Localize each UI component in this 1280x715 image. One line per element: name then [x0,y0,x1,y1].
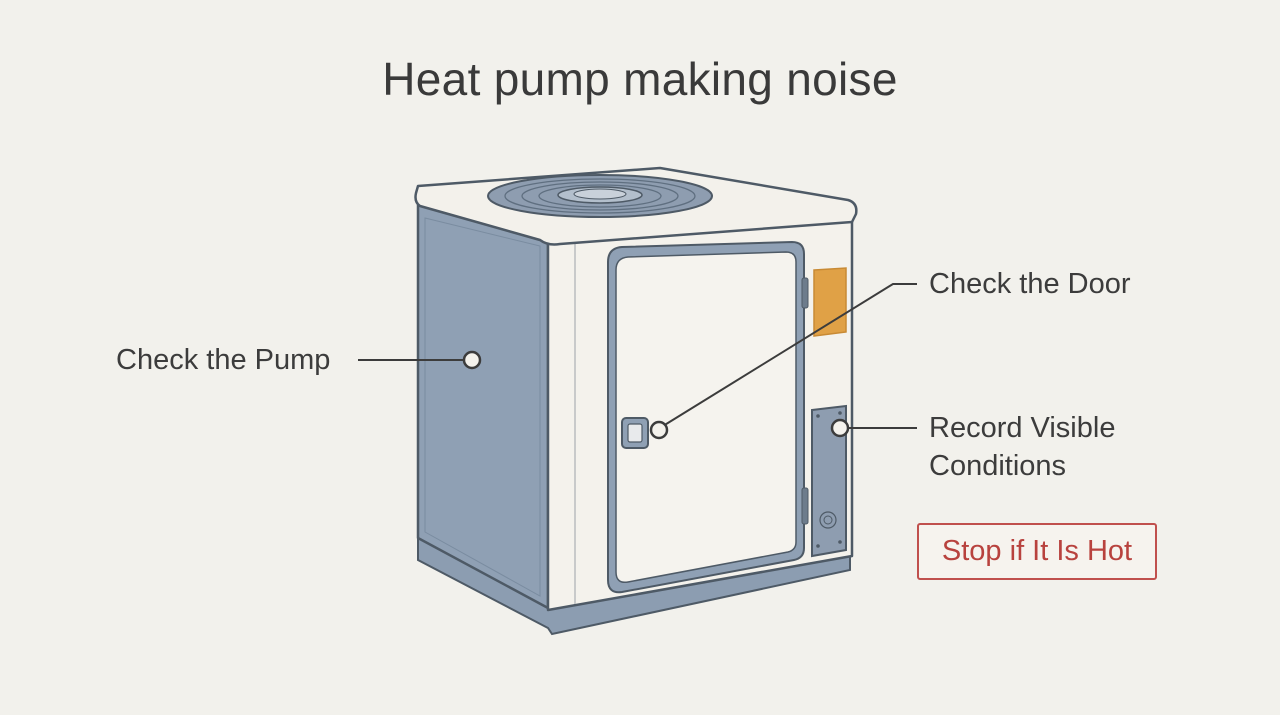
callout-check-door: Check the Door [929,268,1131,300]
door-handle-icon [621,417,649,449]
unit-left-side [416,203,550,610]
service-panel [811,404,847,558]
callout-record-conditions: Record Visible Conditions [929,409,1115,485]
accent-panel [813,267,847,337]
fan-grille [487,174,713,218]
callout-record-line1: Record Visible [929,412,1116,444]
callout-pump-leader [358,350,482,370]
unit-door [607,240,809,594]
callout-record-leader [830,418,917,438]
callout-record-line2: Conditions [929,450,1067,482]
callout-check-pump: Check the Pump [116,344,331,376]
page-title: Heat pump making noise [382,53,898,105]
warning-badge: Stop if It Is Hot [917,523,1157,580]
callout-door-leader [649,283,917,440]
warning-text: Stop if It Is Hot [941,535,1133,567]
